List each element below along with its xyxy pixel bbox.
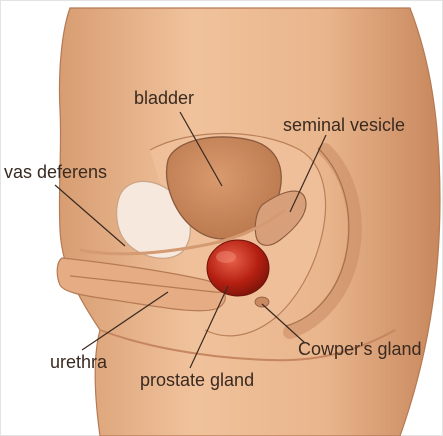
prostate-highlight (216, 251, 236, 263)
label-prostate-gland: prostate gland (140, 370, 254, 390)
label-urethra: urethra (50, 352, 108, 372)
cowpers-gland-organ (255, 297, 269, 307)
label-bladder: bladder (134, 88, 194, 108)
label-cowpers-gland: Cowper's gland (298, 339, 422, 359)
label-seminal-vesicle: seminal vesicle (283, 115, 405, 135)
label-vas-deferens: vas deferens (4, 162, 107, 182)
prostate-gland-organ (207, 240, 269, 296)
